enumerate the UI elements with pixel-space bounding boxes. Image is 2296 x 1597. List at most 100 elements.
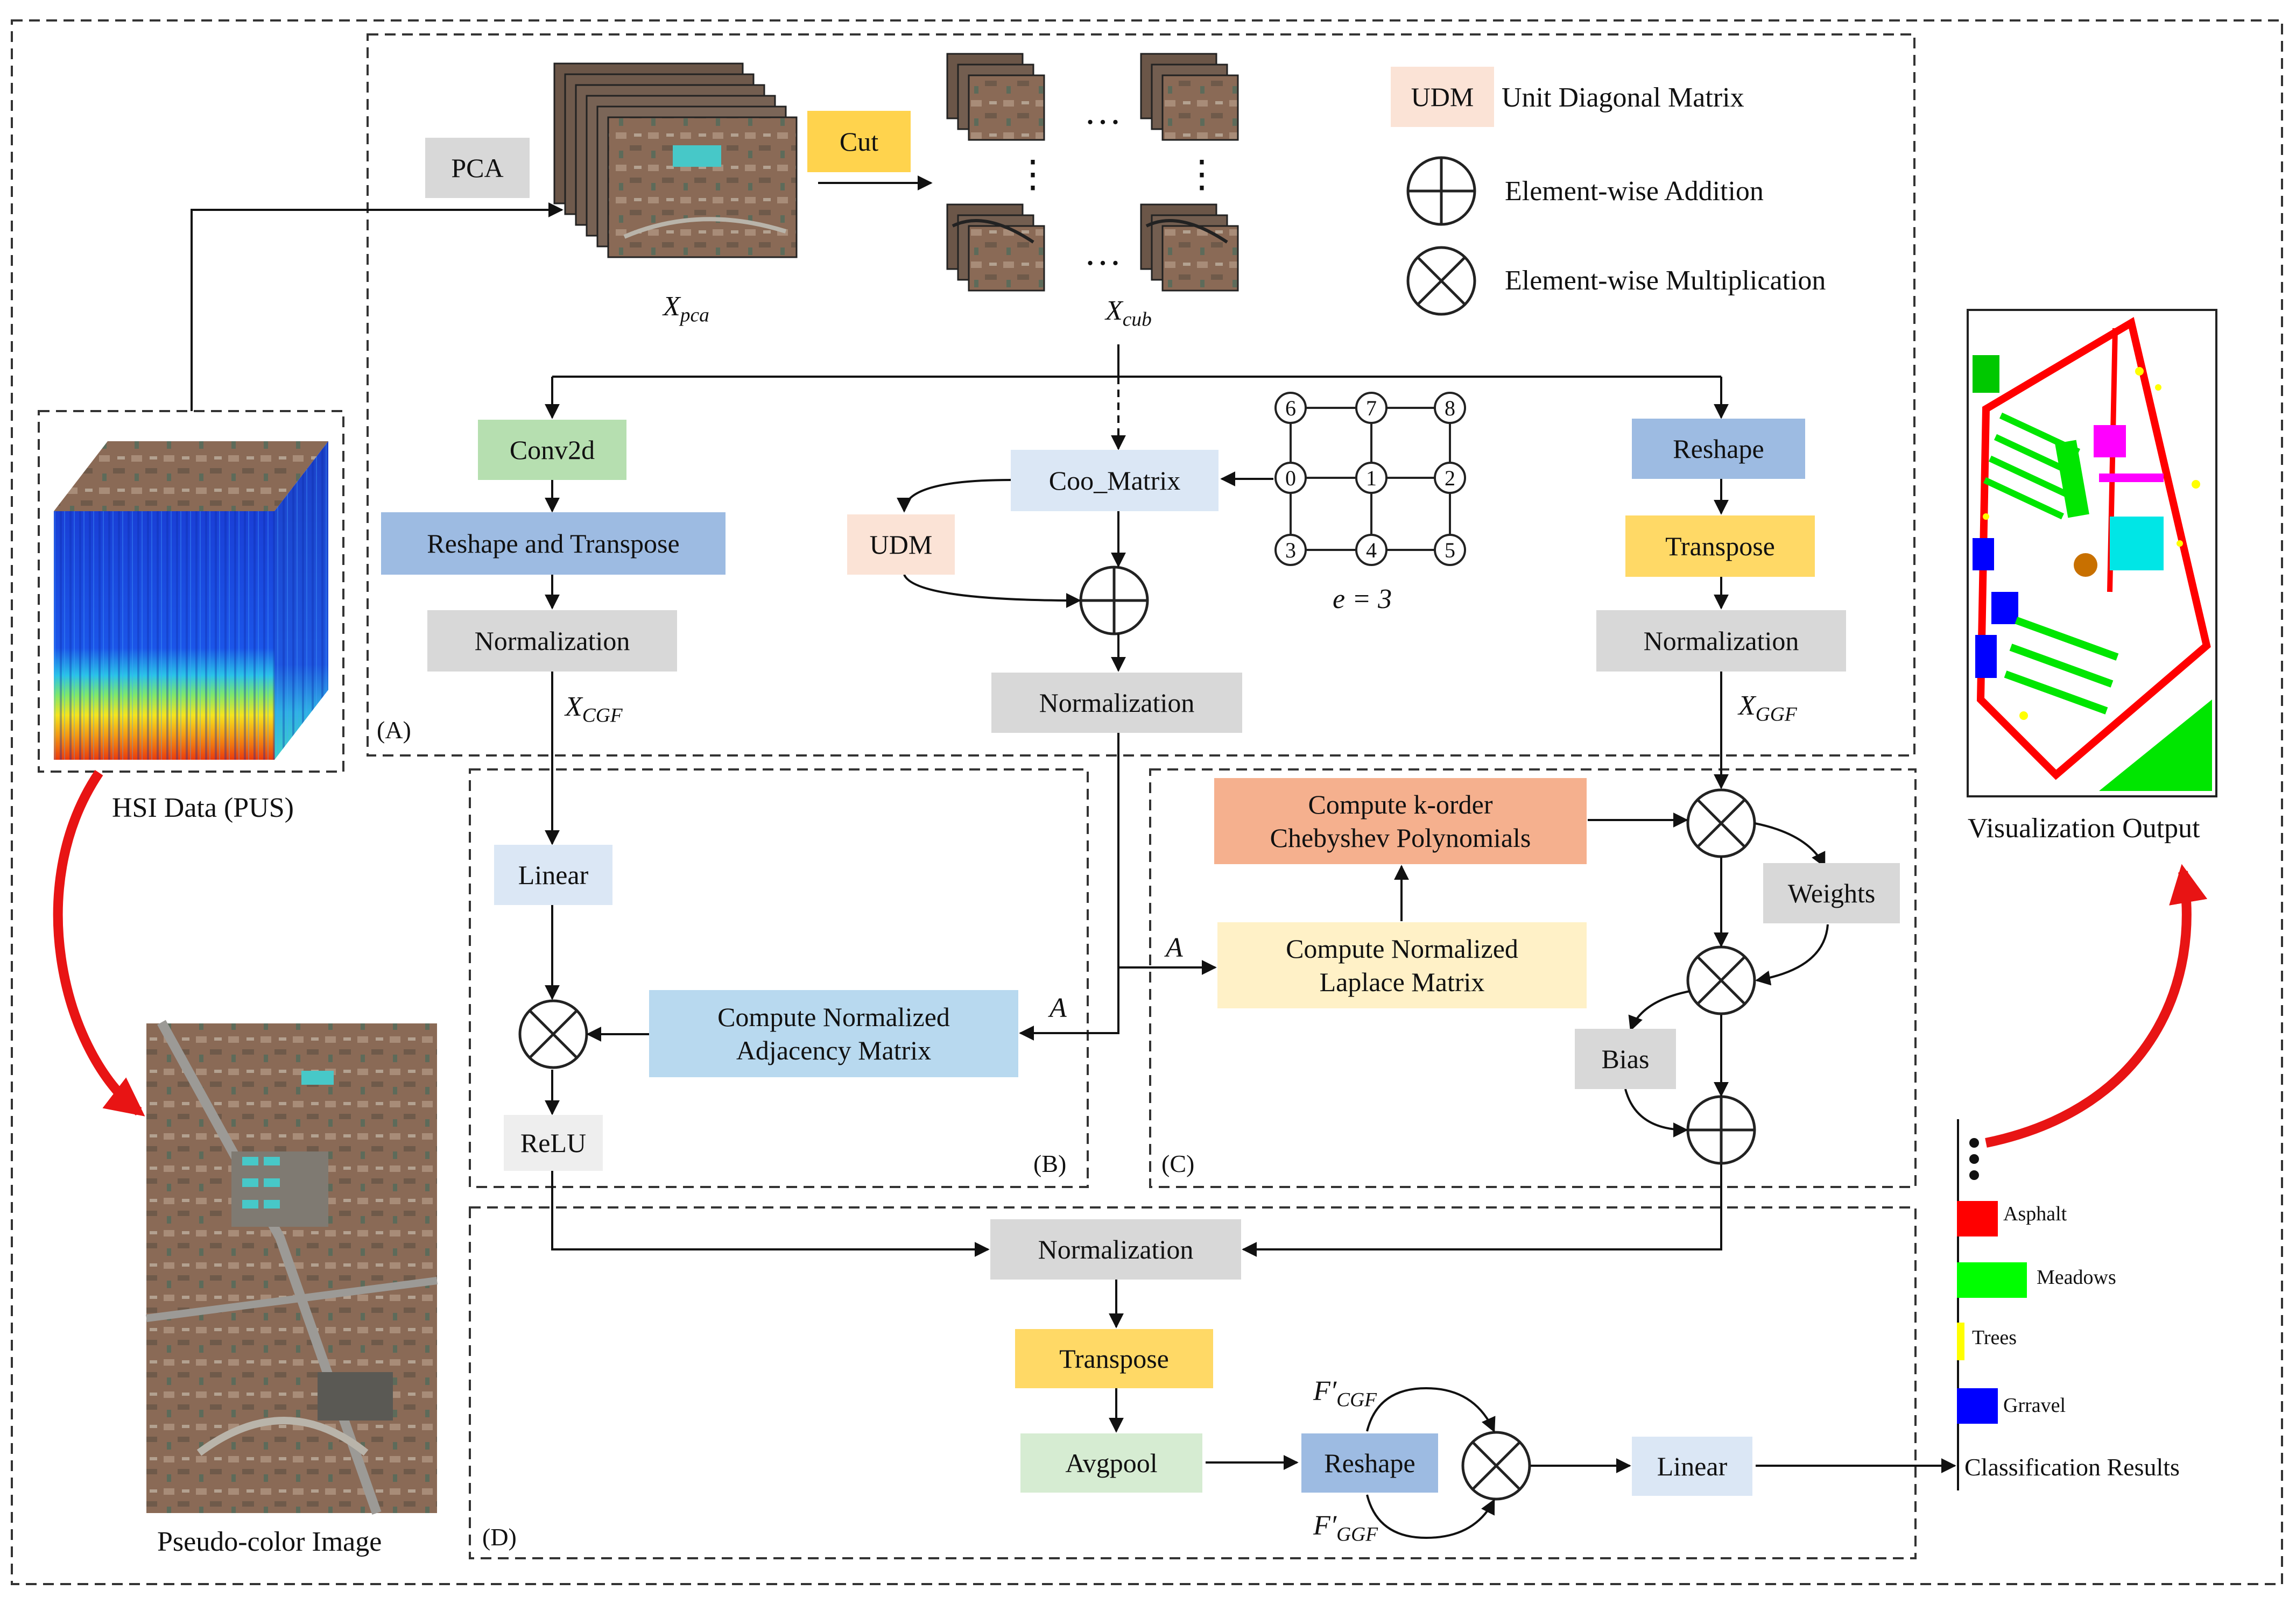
vdots-left: ⋮ xyxy=(1014,154,1052,195)
legend-udm-box: UDM xyxy=(1391,67,1494,127)
visualization-caption: Visualization Output xyxy=(1968,813,2200,844)
class-label-trees: Trees xyxy=(1972,1326,2017,1349)
reshape-transpose-box: Reshape and Transpose xyxy=(381,512,726,575)
region-a-label: (A) xyxy=(377,716,411,744)
x-cub-label: Xcub xyxy=(1105,295,1152,331)
e-label: e = 3 xyxy=(1333,584,1392,614)
graph-node-label: 1 xyxy=(1366,466,1377,490)
laplace-line-2: Laplace Matrix xyxy=(1319,967,1485,997)
pseudo-color-caption: Pseudo-color Image xyxy=(157,1527,382,1557)
laplace-box: Compute Normalized Laplace Matrix xyxy=(1217,922,1587,1008)
f-ggf-label: F′GGF xyxy=(1313,1510,1378,1546)
chebyshev-box: Compute k-order Chebyshev Polynomials xyxy=(1214,778,1587,864)
normalization-a-box: Normalization xyxy=(427,610,677,672)
vdots-right: ⋮ xyxy=(1183,154,1221,195)
f-cgf-label: F′CGF xyxy=(1313,1376,1377,1411)
class-label-meadows: Meadows xyxy=(2037,1266,2116,1289)
adjacency-box: Compute Normalized Adjacency Matrix xyxy=(649,990,1018,1077)
graph-node-label: 0 xyxy=(1285,466,1296,490)
graph-node-label: 7 xyxy=(1366,396,1377,420)
dots-top: … xyxy=(1084,91,1122,132)
cube-stack-4 xyxy=(1140,203,1239,292)
udm-box: UDM xyxy=(847,514,955,575)
class-swatch-asphalt xyxy=(1957,1201,1998,1236)
relu-box: ReLU xyxy=(504,1115,603,1171)
class-swatch-meadows xyxy=(1957,1262,2027,1298)
transpose-right-box: Transpose xyxy=(1625,515,1815,577)
laplace-line-1: Compute Normalized xyxy=(1286,933,1518,964)
hsi-cube-image xyxy=(54,441,328,760)
class-swatch-trees xyxy=(1957,1323,1964,1360)
transpose-d-box: Transpose xyxy=(1015,1329,1213,1388)
bias-box: Bias xyxy=(1575,1029,1676,1089)
cube-stack-1 xyxy=(946,53,1045,141)
dots-bottom: … xyxy=(1084,232,1122,273)
normalization-right-box: Normalization xyxy=(1596,610,1846,672)
graph-node-label: 6 xyxy=(1285,396,1296,420)
chebyshev-line-1: Compute k-order xyxy=(1308,789,1493,819)
hsi-caption: HSI Data (PUS) xyxy=(112,793,294,823)
cube-stack-2 xyxy=(1140,53,1239,141)
a-label-b: A xyxy=(1050,993,1067,1023)
cut-box: Cut xyxy=(807,111,911,172)
visualization-map xyxy=(1967,309,2217,797)
region-b-label: (B) xyxy=(1033,1150,1067,1177)
legend-add-text: Element-wise Addition xyxy=(1505,176,1764,207)
reshape-d-box: Reshape xyxy=(1301,1433,1438,1493)
connectors xyxy=(191,175,1959,1539)
conv2d-box: Conv2d xyxy=(478,420,626,480)
cube-stack-3 xyxy=(946,203,1045,292)
graph-node-6 xyxy=(1274,392,1307,424)
pseudo-color-image xyxy=(146,1020,438,1515)
graph-node-label: 5 xyxy=(1445,538,1455,562)
red-arrow-left xyxy=(53,769,145,1117)
class-swatch-grravel xyxy=(1957,1388,1998,1424)
region-c-frame xyxy=(1149,768,1917,1188)
hsi-frame xyxy=(38,410,344,773)
graph-node-3 xyxy=(1274,534,1307,566)
region-d-frame xyxy=(469,1206,1917,1559)
linear-d-box: Linear xyxy=(1632,1437,1752,1496)
region-c-label: (C) xyxy=(1161,1150,1195,1177)
region-d-label: (D) xyxy=(482,1523,517,1551)
graph-nodes xyxy=(1274,392,1466,566)
graph-node-label: 2 xyxy=(1445,466,1455,490)
adjacency-line-2: Adjacency Matrix xyxy=(736,1035,932,1065)
pca-box: PCA xyxy=(425,138,530,198)
a-label-c: A xyxy=(1166,932,1183,963)
avgpool-box: Avgpool xyxy=(1020,1433,1202,1493)
class-label-grravel: Grravel xyxy=(2003,1394,2066,1417)
graph-node-0 xyxy=(1274,462,1307,494)
pca-image-stack xyxy=(553,62,798,258)
reshape-right-box: Reshape xyxy=(1632,419,1805,479)
x-ggf-label: XGGF xyxy=(1738,690,1797,726)
graph-node-1 xyxy=(1355,462,1388,494)
adjacency-line-1: Compute Normalized xyxy=(717,1001,950,1032)
weights-box: Weights xyxy=(1763,863,1900,923)
region-a-frame xyxy=(367,33,1915,757)
normalization-mid-box: Normalization xyxy=(991,673,1242,733)
legend-mul-text: Element-wise Multiplication xyxy=(1505,265,1826,296)
chebyshev-line-2: Chebyshev Polynomials xyxy=(1270,823,1531,853)
graph-node-5 xyxy=(1434,534,1466,566)
linear-b-box: Linear xyxy=(494,845,612,905)
legend-udm-text: Unit Diagonal Matrix xyxy=(1502,82,1744,113)
graph-node-2 xyxy=(1434,462,1466,494)
class-more-dots xyxy=(1969,1138,1979,1180)
graph-node-label: 3 xyxy=(1285,538,1296,562)
graph-node-label: 4 xyxy=(1366,538,1377,562)
x-pca-label: Xpca xyxy=(663,291,709,327)
graph-node-8 xyxy=(1434,392,1466,424)
normalization-d-box: Normalization xyxy=(990,1219,1241,1280)
coo-matrix-box: Coo_Matrix xyxy=(1011,450,1219,511)
outer-frame xyxy=(11,19,2283,1585)
class-label-asphalt: Asphalt xyxy=(2003,1203,2067,1225)
graph-node-7 xyxy=(1355,392,1388,424)
red-arrow-right xyxy=(1985,864,2208,1148)
classification-results-label: Classification Results xyxy=(1964,1453,2180,1481)
graph-node-labels: 6 7 8 0 1 2 3 4 5 xyxy=(1285,396,1455,562)
graph-node-4 xyxy=(1355,534,1388,566)
graph-node-label: 8 xyxy=(1445,396,1455,420)
x-cgf-label: XCGF xyxy=(565,691,623,727)
